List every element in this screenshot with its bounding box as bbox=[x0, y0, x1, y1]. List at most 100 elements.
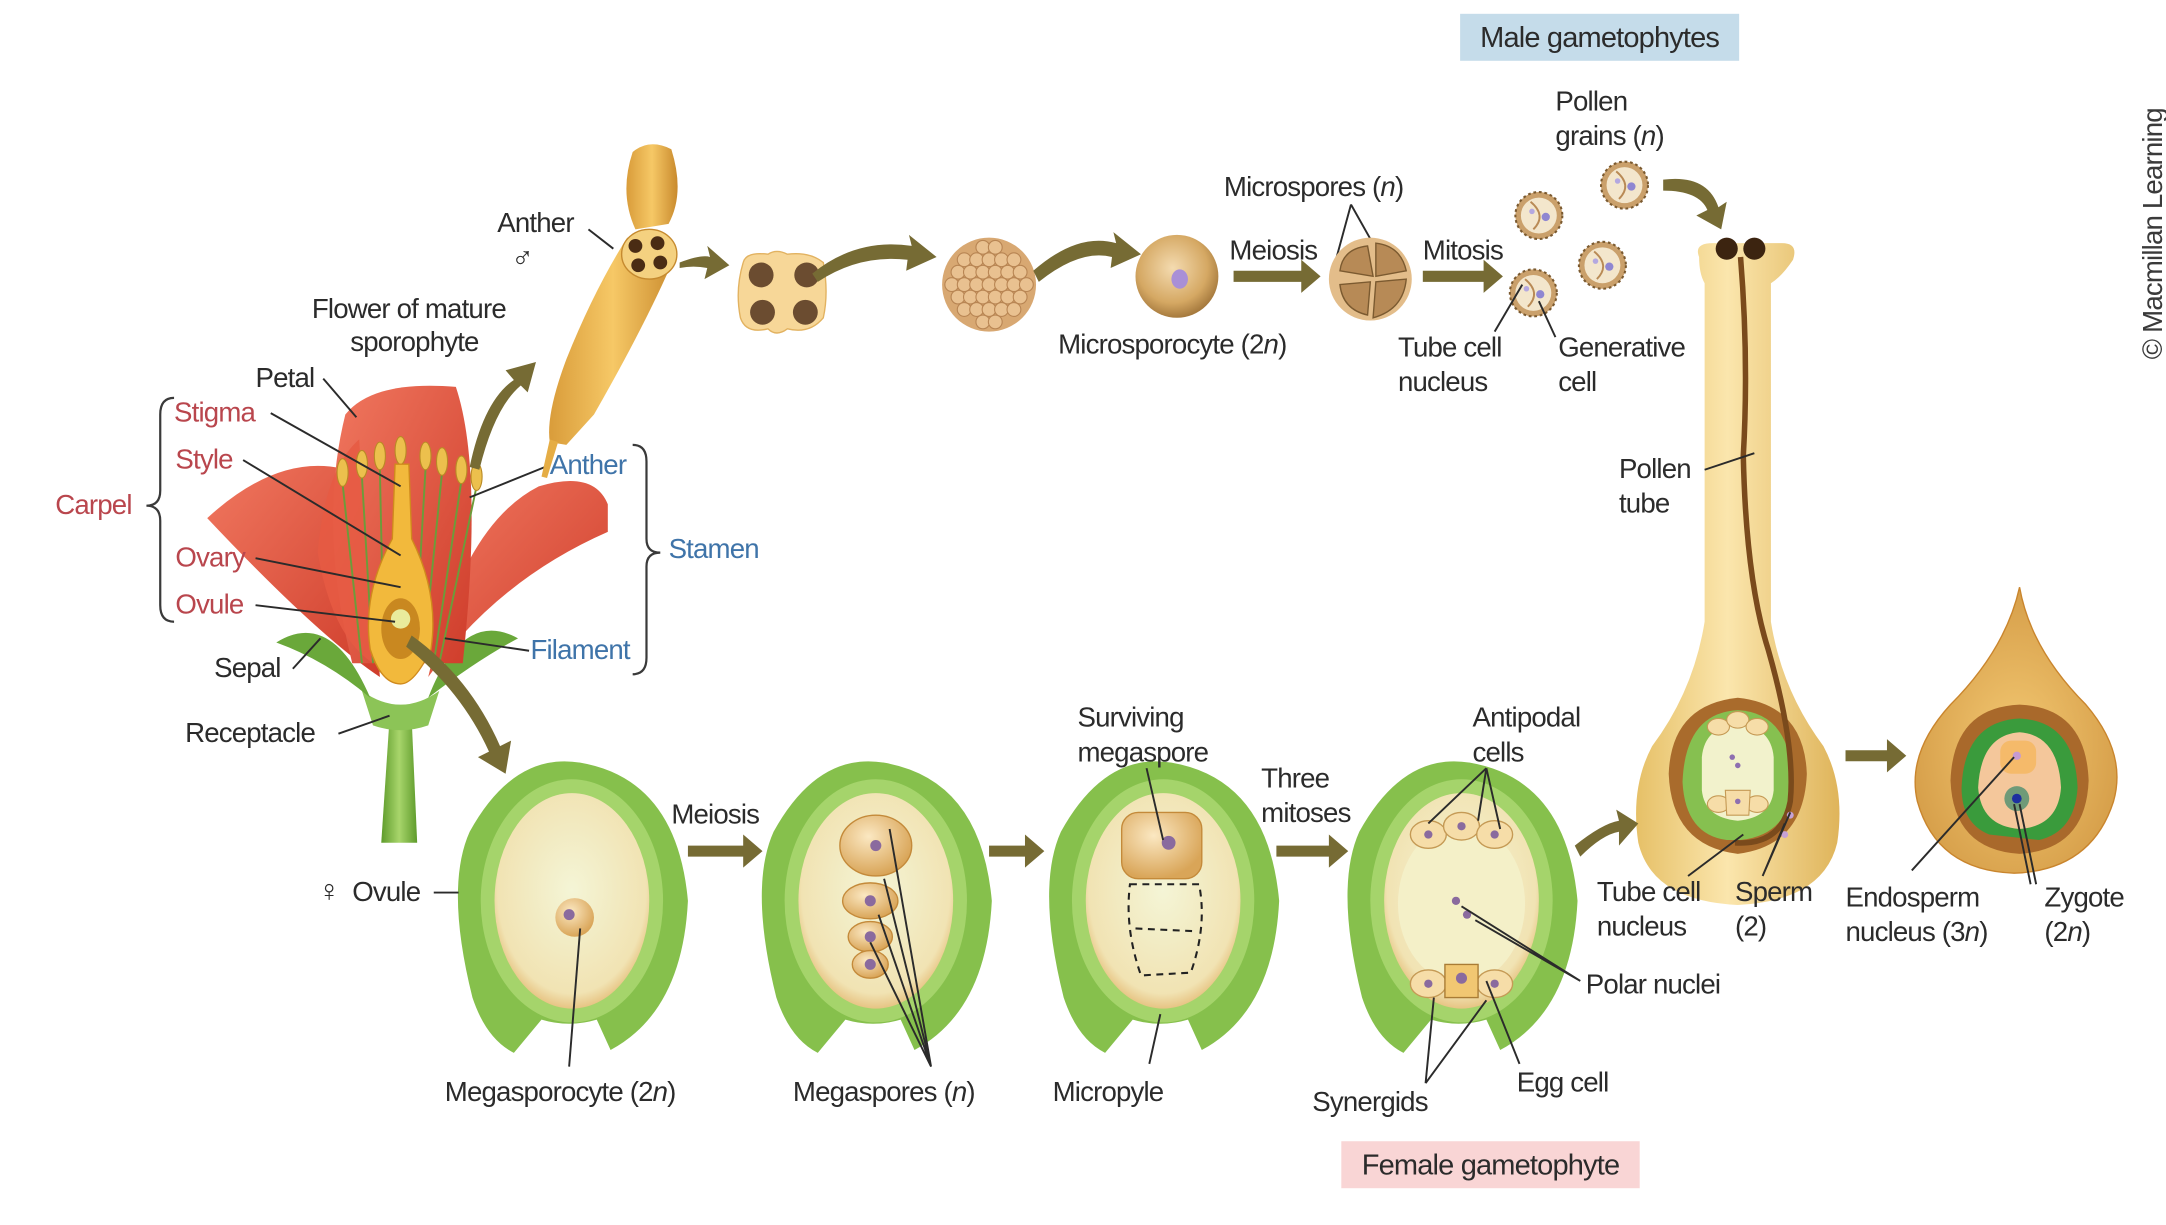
label-sepal: Sepal bbox=[214, 652, 281, 683]
anther-tip bbox=[626, 144, 678, 230]
label-ovule: Ovule bbox=[175, 588, 243, 619]
petal-right bbox=[428, 480, 608, 678]
label-style: Style bbox=[175, 443, 233, 474]
fertilized-ovule bbox=[1914, 587, 2118, 874]
petal-inner bbox=[317, 439, 373, 664]
megaspore-nucleus bbox=[870, 840, 882, 852]
anthers bbox=[336, 436, 483, 492]
sporocyte-cell bbox=[956, 277, 972, 293]
sporocyte-cell bbox=[987, 264, 1003, 280]
sporocyte-cell bbox=[987, 239, 1003, 255]
sporocyte-cell bbox=[1006, 252, 1022, 268]
sporocyte-cell bbox=[994, 302, 1009, 317]
sporocyte-cell bbox=[975, 314, 991, 330]
endosperm-nucleus bbox=[2012, 751, 2021, 760]
label-receptacle: Receptacle bbox=[185, 717, 315, 748]
sporocyte-cell bbox=[1018, 277, 1034, 293]
arrow-flower-to-ovule bbox=[406, 635, 512, 774]
label-ovule-female: Ovule bbox=[352, 876, 420, 907]
label-ovary: Ovary bbox=[175, 541, 246, 572]
polar-nucleus bbox=[1462, 910, 1472, 919]
sporocyte-cell bbox=[956, 302, 972, 317]
male-gametophytes-tag: Male gametophytes bbox=[1460, 13, 1740, 61]
arrow-to-fertilization bbox=[1574, 809, 1639, 857]
label-pollen-grains-1: Pollen bbox=[1555, 86, 1627, 117]
sporocyte-cell bbox=[956, 252, 972, 268]
megasporocyte-nucleus bbox=[563, 909, 575, 921]
label-megasporocyte: Megasporocyte (2n) bbox=[445, 1076, 676, 1107]
cell-nucleus bbox=[1424, 830, 1433, 839]
label-sperm-1: Sperm bbox=[1735, 876, 1812, 907]
cell-nucleus bbox=[1457, 822, 1466, 831]
generative-wall bbox=[1593, 250, 1605, 280]
arrow-sac-to-cells bbox=[812, 234, 937, 282]
male-tag-background bbox=[1460, 13, 1740, 61]
label-microspores: Microspores (n) bbox=[1224, 171, 1403, 202]
pollen-nucleus bbox=[1541, 212, 1550, 222]
sporocyte-cell bbox=[994, 277, 1009, 293]
pollen-grain bbox=[1514, 191, 1564, 241]
female-tag-text: Female gametophyte bbox=[1362, 1149, 1619, 1181]
degenerated-megaspores bbox=[1127, 883, 1203, 977]
sporocyte-cell bbox=[975, 239, 991, 255]
ovule-surviving bbox=[1049, 761, 1280, 1053]
microsporocyte-nucleus bbox=[1171, 269, 1188, 289]
ovule-series bbox=[457, 761, 1578, 1053]
label-anther-male: Anther bbox=[497, 207, 574, 238]
sporocyte-cell bbox=[987, 314, 1003, 330]
sporocyte-cell bbox=[1006, 302, 1022, 317]
sporocyte-cell bbox=[962, 289, 978, 305]
arrow-cluster-to-microsporocyte bbox=[1033, 232, 1142, 282]
pollen-grains bbox=[1508, 160, 1650, 318]
microspore-tetrad bbox=[1328, 237, 1412, 321]
arrow-mitosis bbox=[1422, 259, 1503, 293]
sporocyte-cell bbox=[1012, 264, 1028, 280]
arrow-to-seed bbox=[1845, 739, 1907, 773]
receptacle-shape bbox=[361, 690, 440, 731]
male-tag-text: Male gametophytes bbox=[1480, 22, 1719, 54]
sporocyte-cell bbox=[950, 264, 966, 280]
label-pollen-grains-2: grains (n) bbox=[1555, 120, 1663, 151]
anther-cross-section bbox=[541, 144, 678, 479]
label-pollen-tube-2: tube bbox=[1619, 488, 1670, 519]
pollen-nucleus-small bbox=[1529, 208, 1535, 215]
label-stigma: Stigma bbox=[174, 396, 256, 427]
flower-illustration bbox=[207, 385, 608, 843]
seed-central bbox=[1978, 732, 2062, 829]
stamen-brace bbox=[632, 443, 661, 676]
megaspore-nucleus bbox=[864, 931, 876, 943]
female-tag-background bbox=[1341, 1141, 1640, 1189]
female-gametophyte-tag: Female gametophyte bbox=[1341, 1141, 1640, 1189]
copyright-text: © Macmillan Learning bbox=[2137, 108, 2166, 359]
sporocyte-cell bbox=[975, 264, 991, 280]
label-stamen: Stamen bbox=[669, 533, 759, 564]
sporocyte-cell bbox=[1000, 264, 1016, 280]
pollen-tube-path bbox=[1734, 256, 1794, 846]
pollen-nucleus-small bbox=[1614, 178, 1621, 184]
megasporocyte-cell bbox=[555, 898, 594, 937]
label-egg-cell: Egg cell bbox=[1517, 1067, 1609, 1098]
ovule-megaspores bbox=[761, 761, 992, 1053]
surviving-megaspore-cell bbox=[1120, 811, 1203, 880]
pollen-nucleus-small bbox=[1592, 258, 1599, 264]
label-generative-cell-2: cell bbox=[1558, 366, 1596, 397]
arrow-to-surviving bbox=[989, 834, 1045, 868]
cell-nucleus bbox=[1424, 979, 1433, 988]
ovule-megasporocyte bbox=[457, 761, 688, 1053]
label-pollen-tube-1: Pollen bbox=[1619, 453, 1691, 484]
label-endosperm-2: nucleus (3n) bbox=[1846, 916, 1988, 947]
anther-face bbox=[620, 228, 678, 280]
sporocyte-cell bbox=[994, 252, 1009, 268]
label-mitosis: Mitosis bbox=[1423, 235, 1503, 266]
label-microsporocyte: Microsporocyte (2n) bbox=[1058, 329, 1286, 360]
pollen-nucleus bbox=[1536, 290, 1545, 299]
label-zygote-1: Zygote bbox=[2044, 881, 2124, 912]
pollen-nucleus bbox=[1605, 262, 1614, 271]
central-cell bbox=[1397, 823, 1526, 984]
label-meiosis-female: Meiosis bbox=[671, 798, 759, 829]
arrow-meiosis-male bbox=[1233, 259, 1321, 293]
label-zygote-2: (2n) bbox=[2044, 916, 2090, 947]
label-tube-cell-nucleus-male-1: Tube cell bbox=[1398, 331, 1502, 362]
label-surviving-2: megaspore bbox=[1077, 736, 1208, 767]
